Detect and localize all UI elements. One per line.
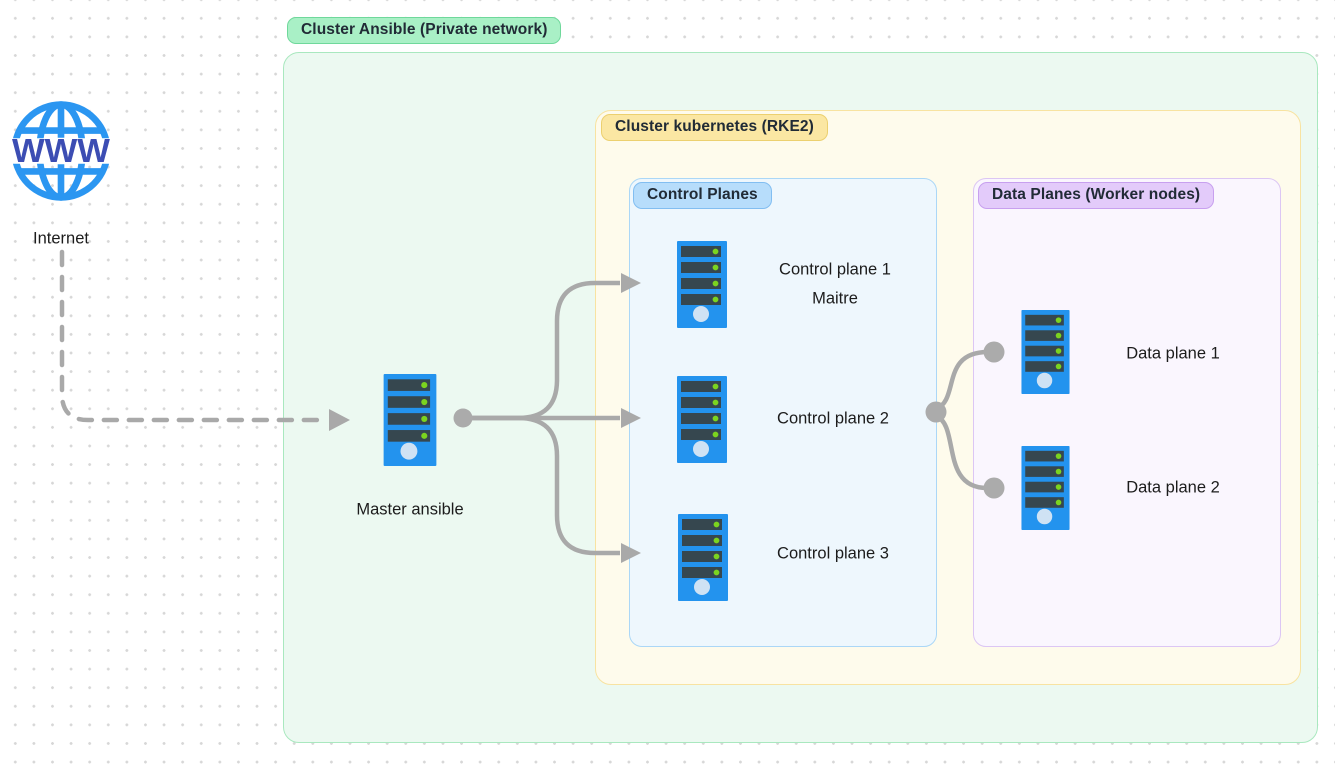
control-plane-2-label: Control plane 2	[777, 409, 889, 428]
data-planes-badge: Data Planes (Worker nodes)	[978, 182, 1215, 209]
data-plane-2-label: Data plane 2	[1126, 478, 1220, 497]
data-planes-container	[973, 178, 1281, 647]
cluster-kubernetes-badge: Cluster kubernetes (RKE2)	[601, 114, 828, 141]
server-icon-data-plane-2	[1021, 446, 1070, 530]
globe-www-text: WWW	[12, 133, 110, 170]
internet-label: Internet	[33, 229, 89, 248]
control-plane-1-sublabel: Maitre	[812, 289, 858, 308]
server-icon-control-plane-3	[678, 513, 728, 602]
internet-globe-icon: WWW	[10, 101, 112, 201]
master-ansible-label: Master ansible	[356, 500, 464, 519]
control-plane-3-label: Control plane 3	[777, 544, 889, 563]
server-icon-control-plane-1	[677, 241, 727, 328]
cluster-ansible-badge: Cluster Ansible (Private network)	[287, 17, 562, 44]
control-planes-badge: Control Planes	[633, 182, 772, 209]
server-icon-data-plane-1	[1021, 310, 1070, 394]
control-plane-1-label: Control plane 1	[779, 260, 891, 279]
server-icon-control-plane-2	[677, 376, 727, 463]
data-plane-1-label: Data plane 1	[1126, 344, 1220, 363]
server-icon-master	[383, 374, 437, 466]
